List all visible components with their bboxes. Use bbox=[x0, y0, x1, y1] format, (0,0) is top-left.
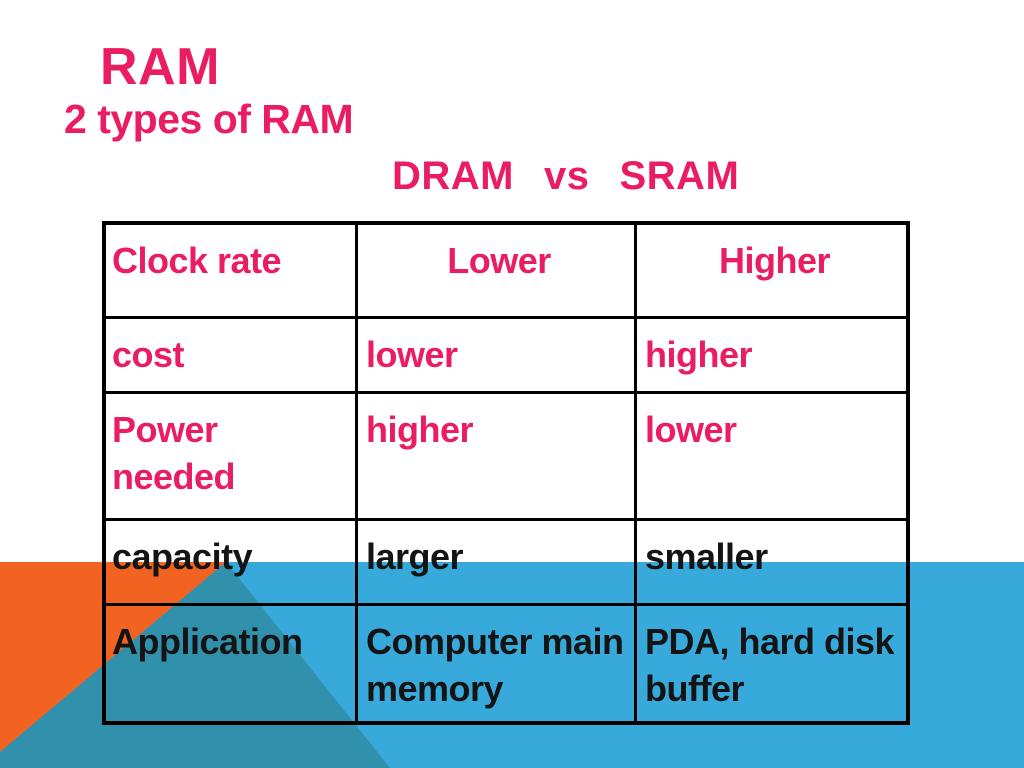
table-cell-application: Application bbox=[106, 606, 358, 721]
table-cell-cost: cost bbox=[106, 319, 358, 394]
comparison-heading: DRAM vs SRAM bbox=[392, 152, 739, 200]
table-cell-cost-sram: higher bbox=[637, 319, 906, 394]
table-cell-power-sram: lower bbox=[637, 394, 906, 521]
comparison-vs-label: vs bbox=[543, 154, 590, 198]
teal-triangle bbox=[0, 562, 390, 768]
table-cell-capacity: capacity bbox=[106, 521, 358, 606]
table-cell-clock-sram: Higher bbox=[637, 225, 906, 319]
table-cell-clock-dram: Lower bbox=[358, 225, 637, 319]
comparison-right-term: SRAM bbox=[619, 154, 740, 198]
table-cell-capacity-dram: larger bbox=[358, 521, 637, 606]
table-cell-application-dram: Computer main memory bbox=[358, 606, 637, 721]
comparison-left-term: DRAM bbox=[392, 154, 514, 198]
table-cell-power-dram: higher bbox=[358, 394, 637, 521]
table-cell-capacity-sram: smaller bbox=[637, 521, 906, 606]
slide-title: RAM bbox=[100, 38, 220, 96]
table-cell-cost-dram: lower bbox=[358, 319, 637, 394]
table-cell-application-sram: PDA, hard disk buffer bbox=[645, 621, 895, 709]
table-cell-clock-rate: Clock rate bbox=[106, 225, 358, 319]
slide-subtitle: 2 types of RAM bbox=[64, 96, 354, 142]
table-cell-power-needed: Power needed bbox=[106, 394, 358, 521]
comparison-table: Clock rate Lower Higher cost lower highe… bbox=[102, 221, 910, 725]
